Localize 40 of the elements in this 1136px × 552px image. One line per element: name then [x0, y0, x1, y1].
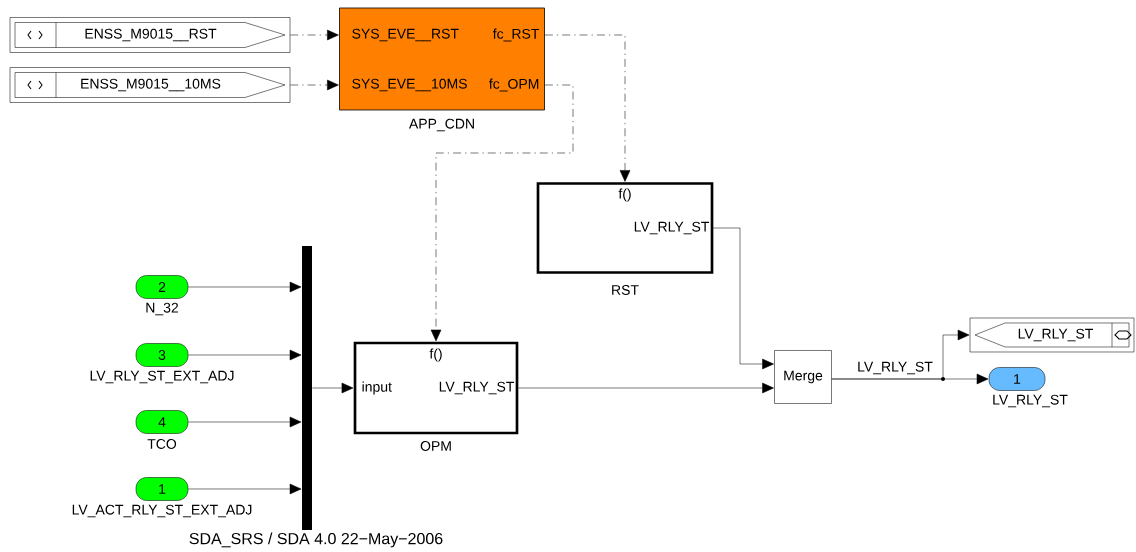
merge-block: Merge — [774, 350, 832, 404]
arrow — [188, 349, 302, 361]
port-label: fc_RST — [492, 28, 540, 42]
trigger-label: f() — [618, 188, 631, 202]
arrow — [290, 79, 339, 91]
arrow — [188, 281, 302, 293]
signal-name: LV_RLY_ST_EXT_ADJ — [90, 370, 234, 384]
port-label: LV_RLY_ST — [634, 221, 710, 235]
arrow — [312, 382, 354, 394]
arrow — [188, 416, 302, 428]
trigger-label: f() — [429, 348, 442, 362]
inport-block: 3 — [135, 343, 189, 367]
block-name: RST — [612, 285, 639, 295]
arrow — [831, 373, 989, 385]
arrow — [713, 227, 774, 370]
signal-name: N_32 — [146, 302, 178, 316]
arrow — [518, 382, 774, 394]
port-label: input — [362, 381, 392, 395]
block-name: APP_CDN — [408, 118, 474, 132]
port-label: LV_RLY_ST — [439, 381, 515, 395]
arrow — [290, 29, 339, 41]
signal-name: TCO — [147, 439, 177, 449]
goto-block: LV_RLY_ST — [969, 317, 1135, 353]
inport-block: 2 — [135, 275, 189, 299]
inport-block: 4 — [135, 410, 189, 434]
inport-block: 1 — [135, 477, 189, 501]
port-label: fc_OPM — [489, 78, 539, 92]
arrow — [544, 34, 631, 182]
from-block: ENSS_M9015__RST — [9, 17, 291, 53]
signal-name: LV_ACT_RLY_ST_EXT_ADJ — [72, 504, 252, 518]
outport-block: 1 — [988, 367, 1046, 391]
signal-name: LV_RLY_ST — [993, 394, 1068, 408]
port-label: SYS_EVE__10MS — [352, 78, 467, 92]
arrow — [188, 483, 302, 495]
edge-label: LV_RLY_ST — [855, 360, 935, 376]
from-block: ENSS_M9015__10MS — [9, 67, 291, 103]
caption: SDA_SRS / SDA 4.0 22−May−2006 — [189, 532, 443, 548]
port-label: SYS_EVE__RST — [352, 28, 459, 42]
arrow — [430, 84, 574, 342]
block-name: OPM — [420, 441, 451, 451]
